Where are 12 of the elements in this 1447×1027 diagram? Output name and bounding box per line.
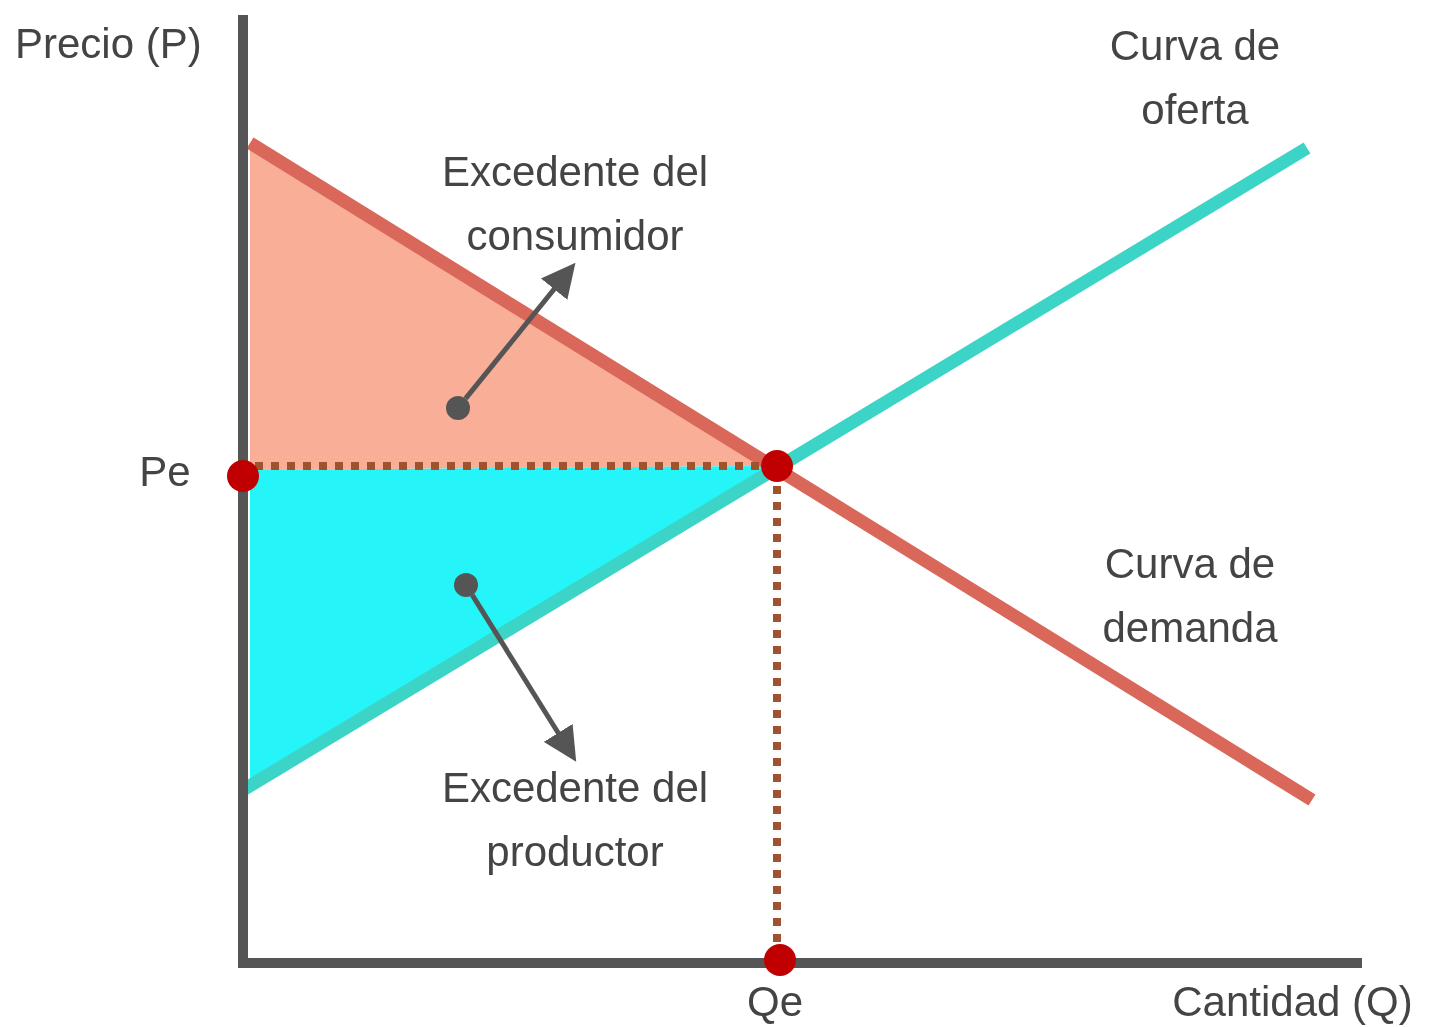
leader-arrow	[463, 262, 576, 401]
tick-label: Pe	[138, 447, 192, 497]
curve-label: Curva de oferta	[1108, 21, 1282, 135]
axis-title: Precio (P)	[15, 19, 203, 69]
leader-arrow	[470, 593, 577, 762]
leader-dot	[454, 573, 478, 597]
annotation-text: Excedente del consumidor	[405, 140, 745, 268]
annotation-text: Excedente del productor	[405, 756, 745, 884]
tick-label: Qe	[746, 977, 804, 1027]
leader-dot	[446, 396, 470, 420]
curve-label: Curva de demanda	[1101, 539, 1279, 653]
axis-title: Cantidad (Q)	[1171, 977, 1414, 1027]
